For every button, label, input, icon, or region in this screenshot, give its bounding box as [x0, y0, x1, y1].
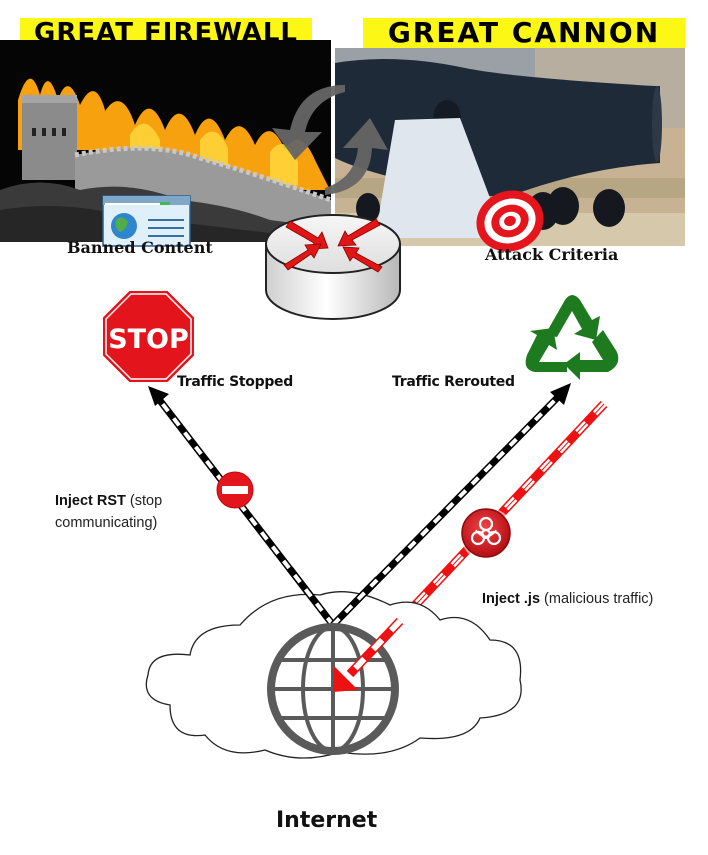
great-cannon-banner: GREAT CANNON: [363, 18, 685, 48]
no-entry-icon: [216, 471, 254, 509]
inject-rst-desc-1: (stop: [125, 493, 163, 509]
traffic-stopped-label: Traffic Stopped: [177, 374, 293, 390]
traffic-rerouted-label: Traffic Rerouted: [392, 374, 515, 390]
arrowhead-stopped: [148, 386, 169, 406]
attack-criteria-label: Attack Criteria: [485, 245, 619, 264]
internet-label: Internet: [276, 808, 378, 833]
inject-rst-title: Inject RST: [55, 493, 126, 509]
inject-rst-annotation: Inject RST (stop communicating): [55, 490, 162, 534]
recycle-icon: [525, 295, 619, 380]
stop-sign-icon: STOP: [101, 289, 196, 384]
globe-icon: [267, 623, 399, 755]
target-icon: [476, 190, 544, 252]
inject-rst-desc-2: communicating): [55, 515, 158, 531]
stop-sign-text: STOP: [108, 324, 189, 355]
inject-js-annotation: Inject .js (malicious traffic): [482, 588, 653, 610]
banned-content-label: Banned Content: [67, 238, 213, 257]
browser-window-icon: [102, 195, 191, 247]
inject-js-title: Inject .js: [482, 591, 541, 607]
inject-js-desc: (malicious traffic): [540, 591, 654, 607]
router-icon: [265, 214, 401, 320]
great-firewall-photo: [0, 40, 331, 242]
cannon-base: [375, 118, 505, 238]
arrowhead-rerouted: [550, 383, 571, 405]
watch-tower: [22, 100, 77, 180]
biohazard-icon: [461, 508, 515, 562]
cycle-arrows-icon: [272, 85, 388, 195]
